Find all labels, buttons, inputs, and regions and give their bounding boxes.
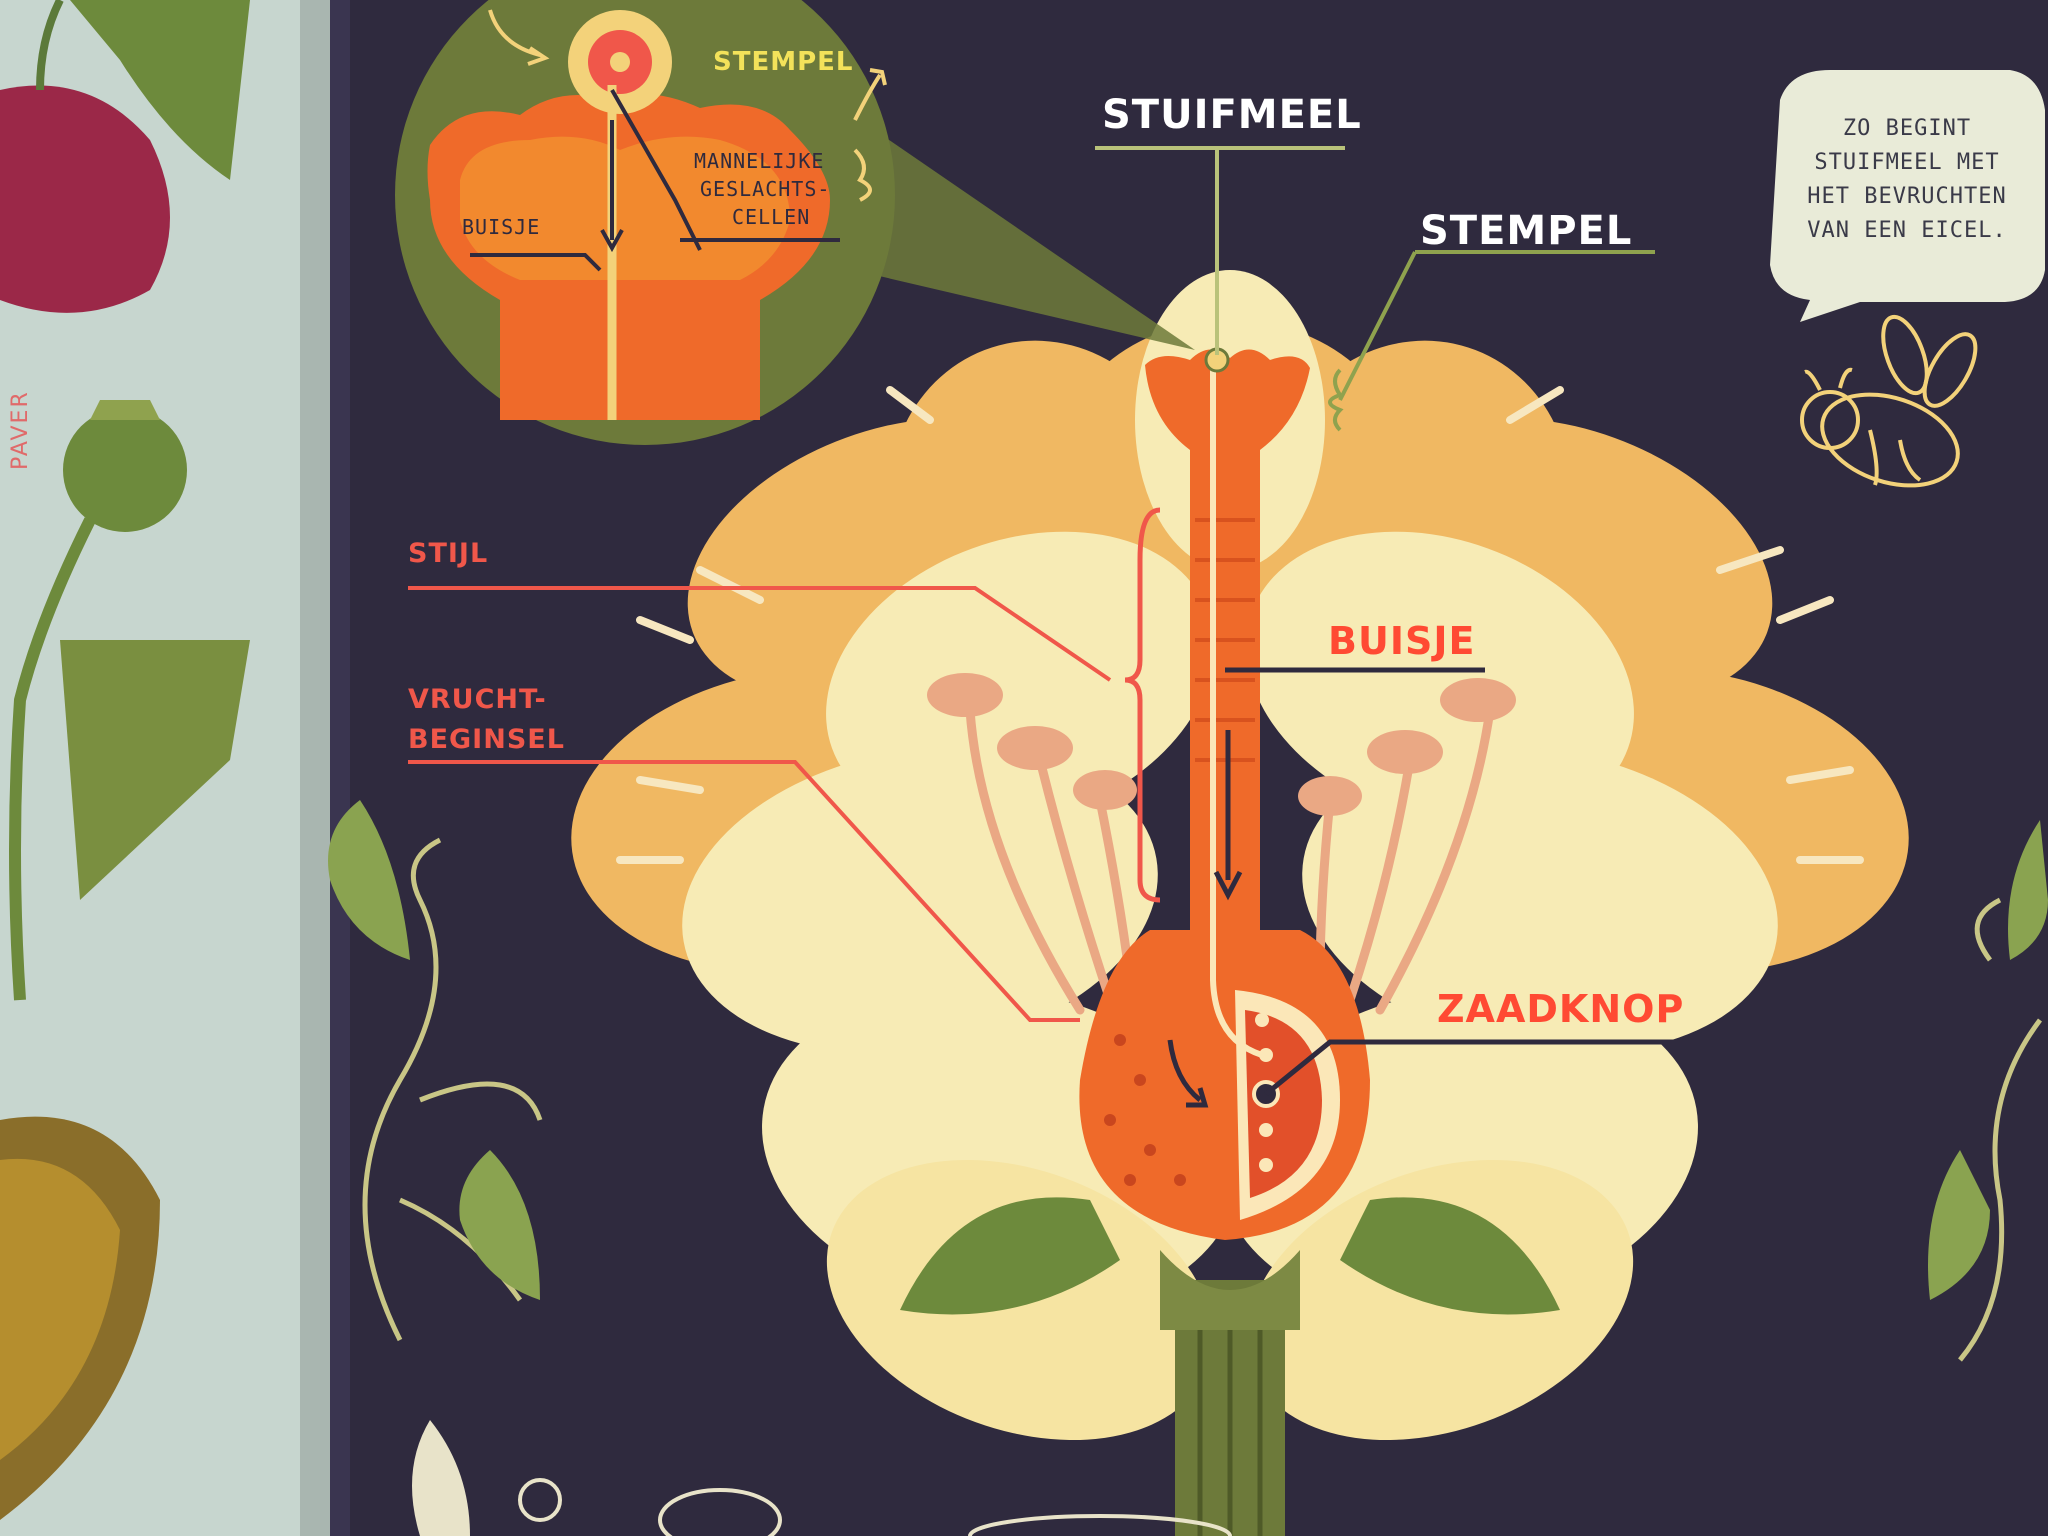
bubble-line-3: HET BEVRUCHTEN xyxy=(1807,184,2007,210)
sepal-right xyxy=(1340,1197,1560,1315)
fern-leaf xyxy=(60,640,250,900)
stuifmeel-label: STUIFMEEL xyxy=(1102,92,1362,138)
stempel-label: STEMPEL xyxy=(1420,208,1633,254)
bubble-line-2: STUIFMEEL MET xyxy=(1814,150,2000,176)
stigma-and-style xyxy=(1145,349,1310,940)
vruchtbeginsel-label-line2: BEGINSEL xyxy=(408,724,565,755)
left-page-side-text: PAVER xyxy=(8,390,33,470)
vine-leaf-3 xyxy=(412,1420,470,1536)
bottom-doodles xyxy=(518,1478,1232,1536)
leader-lines xyxy=(408,146,1705,1096)
anthers xyxy=(927,673,1516,816)
bubble-line-4: VAN EEN EICEL. xyxy=(1807,218,2007,244)
inset-mannelijke-label: MANNELIJKE xyxy=(694,149,825,173)
poppy-seed-pod xyxy=(63,408,187,532)
vine-leaf-2 xyxy=(459,1150,540,1300)
speech-bubble xyxy=(1770,70,2045,322)
buisje-label: BUISJE xyxy=(1328,619,1476,663)
inset-buisje-label: BUISJE xyxy=(462,215,541,239)
inset-geslachts-label: GESLACHTS- xyxy=(700,177,831,201)
berry-stem xyxy=(36,0,64,91)
style-brace xyxy=(1124,507,1161,903)
vine-leaf-1 xyxy=(328,800,410,960)
left-leaf xyxy=(70,0,250,180)
pollen-tube xyxy=(1210,360,1263,1058)
vruchtbeginsel-label-line1: VRUCHT- xyxy=(408,684,547,715)
right-vine-decoration xyxy=(1958,897,2043,1362)
zaadknop-label: ZAADKNOP xyxy=(1437,987,1685,1031)
stigma-brace xyxy=(1328,368,1344,432)
inset-stempel-label: STEMPEL xyxy=(713,47,854,77)
pollen-tube-arrow xyxy=(1213,870,1243,901)
petal-streaks xyxy=(616,386,1864,864)
bubble-line-1: ZO BEGINT xyxy=(1842,116,1972,141)
receptacle xyxy=(1160,1250,1300,1330)
ovules xyxy=(1255,1013,1273,1172)
berry-shape xyxy=(0,85,170,313)
speech-bubble-text: ZO BEGINT STUIFMEEL MET HET BEVRUCHTEN V… xyxy=(1782,112,2032,248)
sepal-left xyxy=(900,1197,1120,1315)
inset-cellen-label: CELLEN xyxy=(732,205,811,229)
poppy-stem xyxy=(9,517,96,1001)
bee-doodle xyxy=(1800,314,1978,488)
stijl-label: STIJL xyxy=(408,538,489,569)
